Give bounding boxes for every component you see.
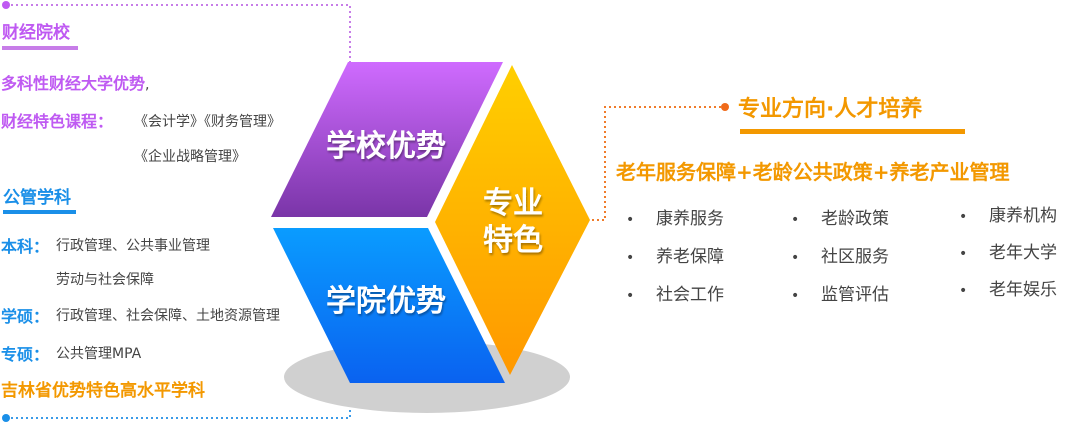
list-item: • 监管评估: [791, 280, 889, 305]
specialty-label-line1: 专业: [483, 186, 543, 221]
school-line1: 多科性财经大学优势,: [1, 70, 149, 94]
bullet-icon: •: [959, 283, 968, 299]
prof-value: 公共管理MPA: [56, 346, 142, 362]
list-item-label: 老年大学: [989, 243, 1057, 263]
direction-heading: 专业方向·人才培养: [738, 97, 923, 122]
list-item: • 社会工作: [626, 280, 724, 305]
list-item-label: 监管评估: [821, 285, 889, 305]
bullet-icon: •: [791, 250, 800, 266]
orange-connector: [592, 103, 729, 221]
undergrad-line1: 行政管理、公共事业管理: [56, 238, 210, 254]
list-item: • 康养服务: [626, 204, 724, 229]
list-item: • 养老保障: [626, 242, 724, 267]
specialty-shape: [435, 65, 590, 375]
master-label: 学硕：: [1, 307, 50, 326]
school-advantage-label: 学校优势: [326, 129, 446, 164]
bullet-icon: •: [626, 288, 635, 304]
list-item: • 社区服务: [791, 242, 889, 267]
list-item-label: 老龄政策: [821, 209, 889, 229]
undergrad-line2: 劳动与社会保障: [56, 272, 154, 288]
purple-connector: [2, 1, 351, 62]
specialty-label-line2: 特色: [483, 223, 543, 258]
bullet-icon: •: [791, 212, 800, 228]
bullet-icon: •: [791, 288, 800, 304]
school-heading: 财经院校: [2, 23, 70, 43]
prof-label: 专硕：: [1, 345, 50, 364]
list-item-label: 社区服务: [821, 247, 889, 267]
undergrad-label: 本科：: [1, 237, 50, 256]
list-item-label: 康养服务: [656, 209, 724, 229]
bullet-icon: •: [626, 212, 635, 228]
bullet-icon: •: [959, 246, 968, 262]
list-item-label: 康养机构: [989, 206, 1057, 226]
list-item-label: 社会工作: [656, 285, 724, 305]
courses-line1: 《会计学》《财务管理》: [134, 114, 281, 130]
school-line1-punct: ,: [145, 77, 150, 93]
list-item: • 康养机构: [959, 201, 1057, 226]
school-line1-text: 多科性财经大学优势: [1, 74, 146, 93]
courses-line2: 《企业战略管理》: [134, 149, 246, 165]
direction-subheading: 老年服务保障+老龄公共政策+养老产业管理: [616, 160, 1010, 184]
bullet-icon: •: [626, 250, 635, 266]
school-heading-underline: [2, 46, 78, 50]
highlight-discipline: 吉林省优势特色高水平学科: [1, 381, 205, 401]
discipline-heading-underline: [3, 210, 76, 214]
college-advantage-shape: [273, 228, 505, 383]
master-value: 行政管理、社会保障、土地资源管理: [56, 308, 280, 324]
list-item: • 老龄政策: [791, 204, 889, 229]
list-item-label: 老年娱乐: [989, 280, 1057, 300]
list-item: • 老年大学: [959, 238, 1057, 263]
courses-label: 财经特色课程：: [1, 112, 114, 131]
blue-connector: [2, 383, 351, 422]
bullet-icon: •: [959, 209, 968, 225]
discipline-heading: 公管学科: [3, 188, 71, 208]
list-item-label: 养老保障: [656, 247, 724, 267]
direction-heading-underline: [740, 129, 965, 134]
school-advantage-shape: [271, 62, 503, 217]
list-item: • 老年娱乐: [959, 275, 1057, 300]
college-advantage-label: 学院优势: [326, 284, 446, 319]
